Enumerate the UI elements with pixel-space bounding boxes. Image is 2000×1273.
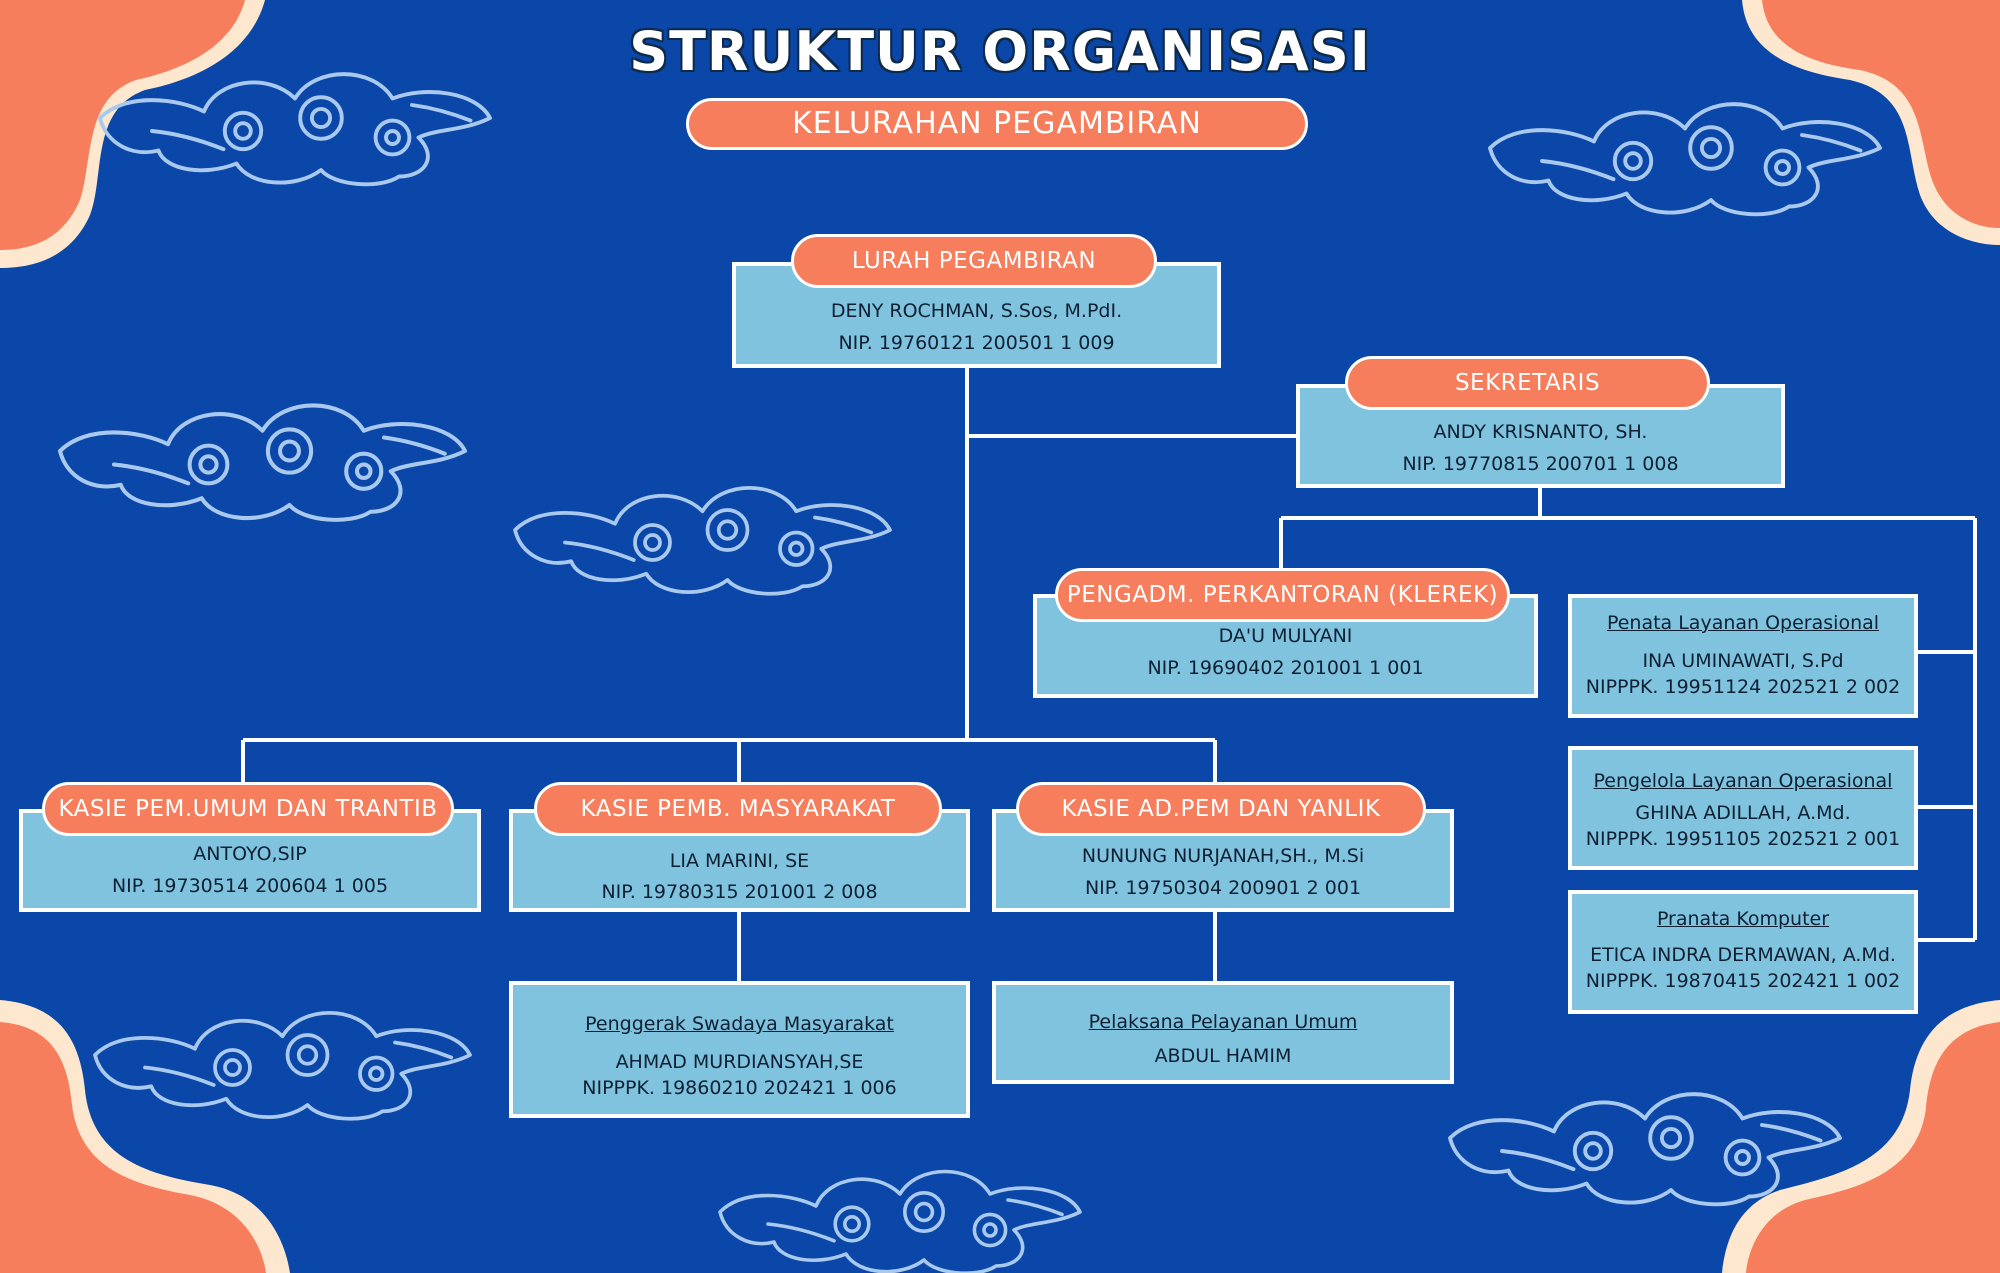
node-name: GHINA ADILLAH, A.Md. <box>1635 802 1851 824</box>
node-nip: NIP. 19780315 201001 2 008 <box>601 881 878 903</box>
node-pengelola: Pengelola Layanan Operasional GHINA ADIL… <box>1568 746 1918 870</box>
position-label-lurah: LURAH PEGAMBIRAN <box>791 234 1157 288</box>
node-nip: NIPPPK. 19870415 202421 1 002 <box>1585 970 1901 992</box>
node-name: NUNUNG NURJANAH,SH., M.Si <box>1081 845 1365 867</box>
node-name: ANDY KRISNANTO, SH. <box>1433 421 1648 443</box>
node-position: Penggerak Swadaya Masyarakat <box>585 1013 894 1035</box>
node-nip: NIP. 19760121 200501 1 009 <box>838 332 1115 354</box>
node-position: Penata Layanan Operasional <box>1606 612 1880 634</box>
node-position: Pelaksana Pelayanan Umum <box>1088 1011 1358 1033</box>
page-subtitle: KELURAHAN PEGAMBIRAN <box>686 98 1308 150</box>
node-nip: NIP. 19770815 200701 1 008 <box>1402 453 1679 475</box>
node-position: Pranata Komputer <box>1656 908 1830 930</box>
node-nip: NIPPPK. 19860210 202421 1 006 <box>582 1077 897 1099</box>
position-label-kasie-adpem: KASIE AD.PEM DAN YANLIK <box>1016 782 1426 836</box>
node-pranata: Pranata Komputer ETICA INDRA DERMAWAN, A… <box>1568 890 1918 1014</box>
node-penggerak: Penggerak Swadaya Masyarakat AHMAD MURDI… <box>509 981 970 1118</box>
node-nip: NIP. 19750304 200901 2 001 <box>1084 877 1362 899</box>
node-nip: NIPPPK. 19951124 202521 2 002 <box>1585 676 1901 698</box>
node-nip: NIPPPK. 19951105 202521 2 001 <box>1585 828 1901 850</box>
node-name: AHMAD MURDIANSYAH,SE <box>615 1051 864 1073</box>
node-name: INA UMINAWATI, S.Pd <box>1642 650 1844 672</box>
node-name: DA'U MULYANI <box>1218 625 1353 647</box>
node-name: LIA MARINI, SE <box>669 850 810 872</box>
node-name: ABDUL HAMIM <box>1154 1045 1292 1067</box>
node-nip: NIP. 19730514 200604 1 005 <box>111 875 389 897</box>
position-label-kasie-pemum: KASIE PEM.UMUM DAN TRANTIB <box>42 782 454 836</box>
node-name: ETICA INDRA DERMAWAN, A.Md. <box>1590 944 1896 966</box>
node-nip: NIP. 19690402 201001 1 001 <box>1147 657 1424 679</box>
page-title: STRUKTUR ORGANISASI <box>628 19 1372 85</box>
position-label-kasie-pemb: KASIE PEMB. MASYARAKAT <box>534 782 942 836</box>
node-name: ANTOYO,SIP <box>193 843 307 865</box>
node-pelaksana: Pelaksana Pelayanan Umum ABDUL HAMIM <box>992 981 1454 1084</box>
position-label-sekretaris: SEKRETARIS <box>1345 356 1710 410</box>
connector-lines <box>241 367 1977 982</box>
node-position: Pengelola Layanan Operasional <box>1593 770 1893 792</box>
position-label-klerek: PENGADM. PERKANTORAN (KLEREK) <box>1055 568 1510 622</box>
node-penata: Penata Layanan Operasional INA UMINAWATI… <box>1568 594 1918 718</box>
node-name: DENY ROCHMAN, S.Sos, M.PdI. <box>830 300 1123 322</box>
